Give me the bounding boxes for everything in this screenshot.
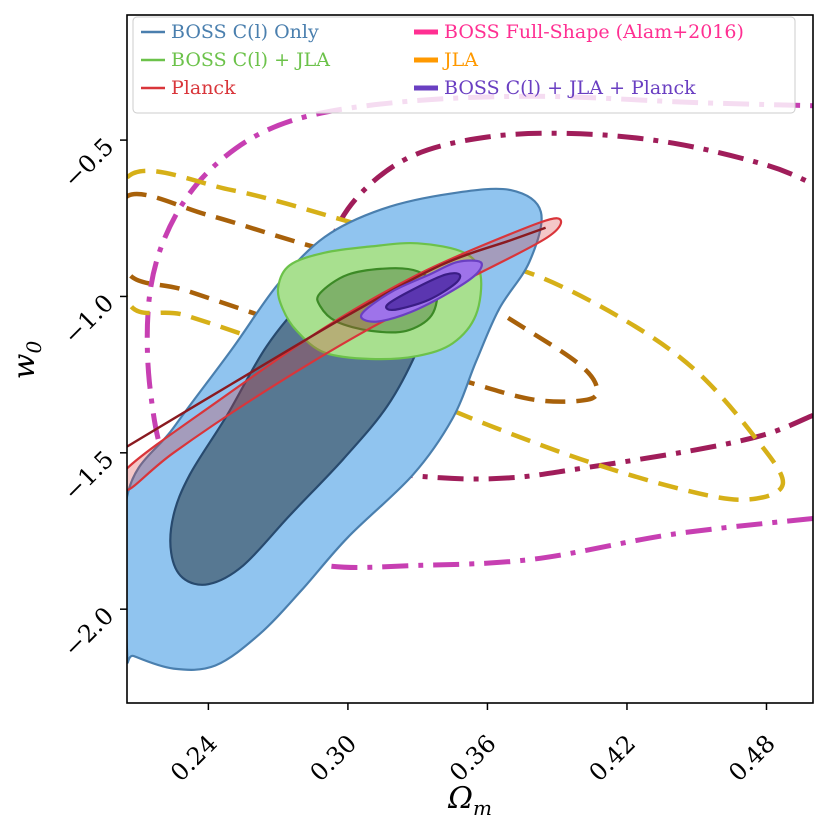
legend-label-boss-c-l-jla-planck: BOSS C(l) + JLA + Planck	[444, 77, 696, 99]
x-axis: 0.24 0.30 0.36 0.42 0.48	[165, 703, 781, 787]
y-axis-label: w0	[7, 341, 46, 380]
y-tick-label: −0.5	[58, 133, 119, 194]
contour-planck-inner	[127, 226, 546, 448]
x-tick-label: 0.24	[165, 729, 223, 787]
legend-label-boss-c-l-jla: BOSS C(l) + JLA	[171, 49, 330, 71]
contour-boss-c-l-jla-planck-inner	[385, 272, 462, 312]
x-tick-label: 0.42	[584, 729, 642, 787]
legend: BOSS C(l) Only BOSS Full-Shape (Alam+2016…	[132, 16, 796, 114]
y-tick-label: −1.0	[58, 289, 119, 350]
contour-boss-full-shape-alam-2016-outer	[144, 93, 813, 571]
x-axis-label-subscript: m	[473, 796, 492, 820]
y-tick-label: −2.0	[58, 602, 119, 663]
plot-frame	[126, 14, 814, 704]
legend-label-boss-c-l-only: BOSS C(l) Only	[171, 21, 319, 43]
x-tick-label: 0.36	[444, 729, 502, 787]
legend-box	[132, 16, 796, 114]
x-tick-label: 0.30	[305, 729, 363, 787]
y-axis-label-subscript: 0	[22, 341, 46, 354]
x-tick-label: 0.48	[723, 729, 781, 787]
x-axis-label: Ωm	[447, 781, 492, 820]
contour-jla-inner	[127, 191, 600, 404]
contour-layer	[127, 93, 813, 671]
legend-label-boss-full-shape-alam-2016: BOSS Full-Shape (Alam+2016)	[444, 21, 744, 43]
y-tick-label: −1.5	[58, 445, 119, 506]
legend-label-jla: JLA	[442, 49, 478, 71]
legend-label-planck: Planck	[171, 77, 236, 99]
y-axis: −2.0 −1.5 −1.0 −0.5	[58, 133, 127, 663]
